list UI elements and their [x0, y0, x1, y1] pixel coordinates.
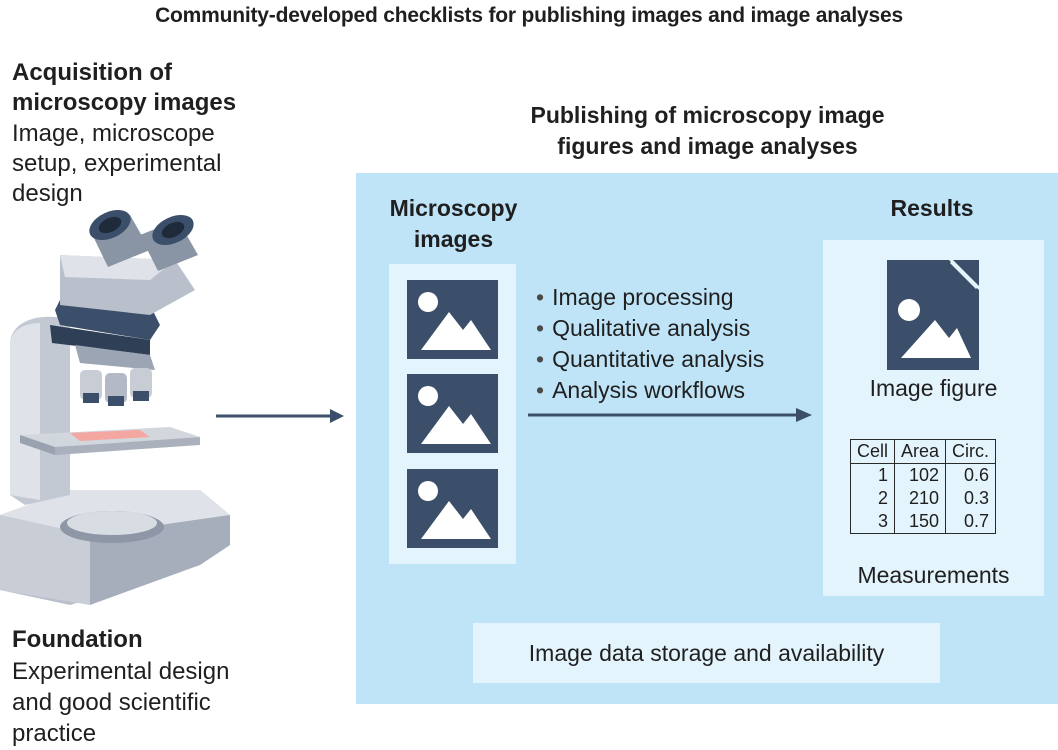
- acquisition-heading: Acquisition of microscopy images: [12, 59, 237, 116]
- list-item: Analysis workflows: [536, 375, 764, 406]
- table-header: Area: [894, 439, 947, 464]
- table-cell: 2: [849, 487, 896, 510]
- table-cell: 0.6: [945, 463, 997, 487]
- image-figure-icon: [887, 260, 979, 370]
- list-item: Qualitative analysis: [536, 313, 764, 344]
- image-placeholder-icon: [407, 280, 498, 359]
- table-header: Circ.: [945, 439, 997, 464]
- measurements-label: Measurements: [857, 562, 1010, 588]
- arrow-right-icon: [216, 409, 344, 423]
- foundation-heading: Foundation: [12, 626, 143, 653]
- image-placeholder-icon: [407, 374, 498, 453]
- results-heading: Results: [890, 195, 974, 221]
- acquisition-subtext: Image, microscope setup, experimental de…: [12, 120, 222, 207]
- image-placeholder-icon: [407, 469, 498, 548]
- analysis-steps-list: Image processing Qualitative analysis Qu…: [536, 282, 764, 406]
- table-cell: 0.3: [945, 487, 997, 510]
- list-item: Image processing: [536, 282, 764, 313]
- publishing-heading: Publishing of microscopy image figures a…: [530, 102, 885, 159]
- measurements-table: Cell Area Circ. 1 102 0.6 2 210 0.3 3 15…: [849, 439, 997, 534]
- table-cell: 0.7: [945, 510, 997, 534]
- microscope-icon: [0, 209, 230, 605]
- page-title: Community-developed checklists for publi…: [155, 4, 903, 27]
- list-item: Quantitative analysis: [536, 344, 764, 375]
- table-cell: 3: [849, 510, 896, 534]
- microscopy-images-column: [389, 264, 516, 564]
- table-header: Cell: [849, 439, 896, 464]
- table-row: 2 210 0.3: [849, 487, 997, 510]
- image-figure-label: Image figure: [869, 375, 998, 401]
- table-row: 1 102 0.6: [849, 463, 997, 487]
- table-row: 3 150 0.7: [849, 510, 997, 534]
- table-cell: 102: [894, 463, 947, 487]
- foundation-subtext: Experimental design and good scientific …: [12, 658, 230, 747]
- microscopy-images-heading: Microscopy images: [389, 195, 518, 252]
- table-cell: 150: [894, 510, 947, 534]
- storage-box: Image data storage and availability: [473, 623, 940, 683]
- arrow-right-icon: [528, 408, 812, 422]
- table-cell: 210: [894, 487, 947, 510]
- table-cell: 1: [849, 463, 896, 487]
